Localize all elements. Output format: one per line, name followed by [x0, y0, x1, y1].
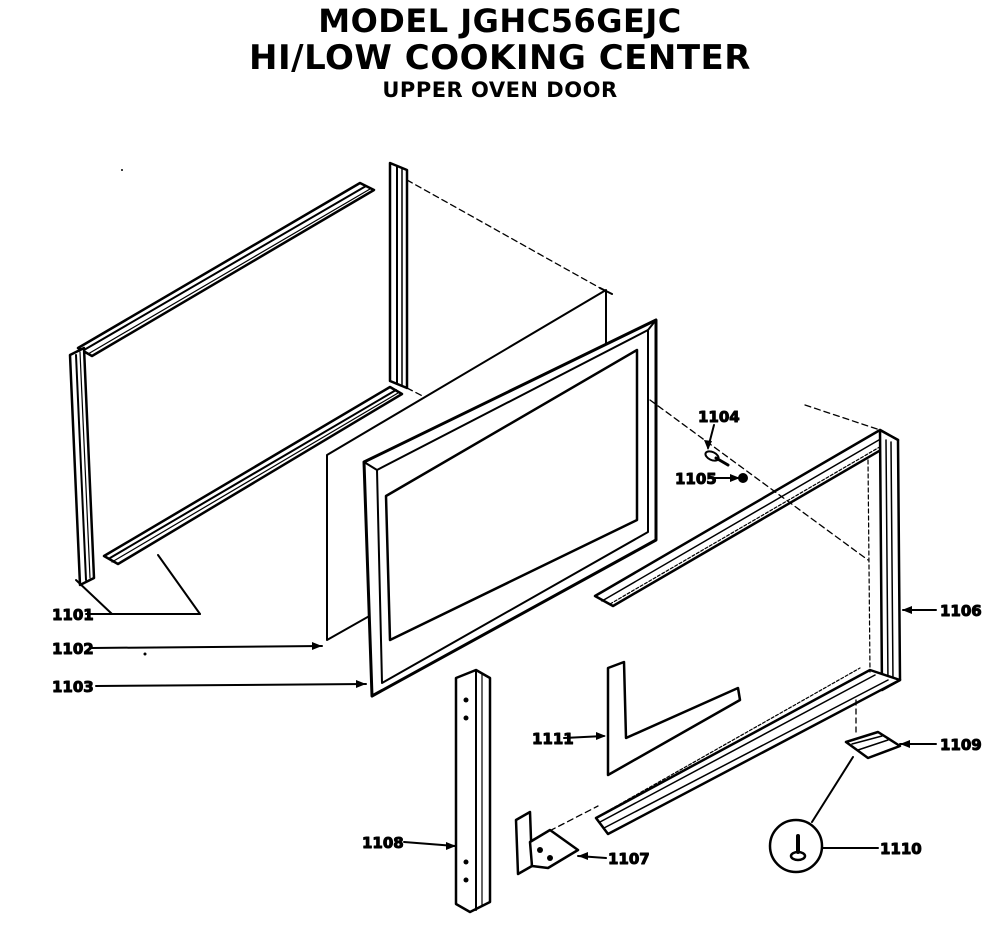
- label-1102: 1102: [52, 640, 94, 658]
- label-1105: 1105: [675, 470, 717, 488]
- label-1103: 1103: [52, 678, 94, 696]
- part-1105-washer: [738, 473, 748, 483]
- leader-arrowheads: [312, 440, 912, 860]
- label-1106: 1106: [940, 602, 982, 620]
- label-1104: 1104: [698, 408, 740, 426]
- product-title: HI/LOW COOKING CENTER: [249, 38, 751, 78]
- part-1110-screw-callout: [768, 756, 854, 874]
- section-subtitle: UPPER OVEN DOOR: [382, 78, 618, 102]
- label-1111: 1111: [532, 730, 574, 748]
- part-1111-gasket: [606, 660, 742, 777]
- label-1110: 1110: [880, 840, 922, 858]
- part-1103-door-frame: [362, 318, 658, 698]
- part-1106-outer-frame: [593, 399, 902, 836]
- part-1104-screw: [704, 450, 730, 467]
- part-1101-frame: [68, 161, 601, 587]
- part-1109-clip: [844, 699, 902, 760]
- label-1109: 1109: [940, 736, 982, 754]
- model-title: MODEL JGHC56GEJC: [318, 2, 682, 40]
- label-1108: 1108: [362, 834, 404, 852]
- part-1108-side-trim: [454, 668, 492, 914]
- label-1101: 1101: [52, 606, 94, 624]
- part-1107-bracket: [514, 805, 599, 876]
- label-1107: 1107: [608, 850, 650, 868]
